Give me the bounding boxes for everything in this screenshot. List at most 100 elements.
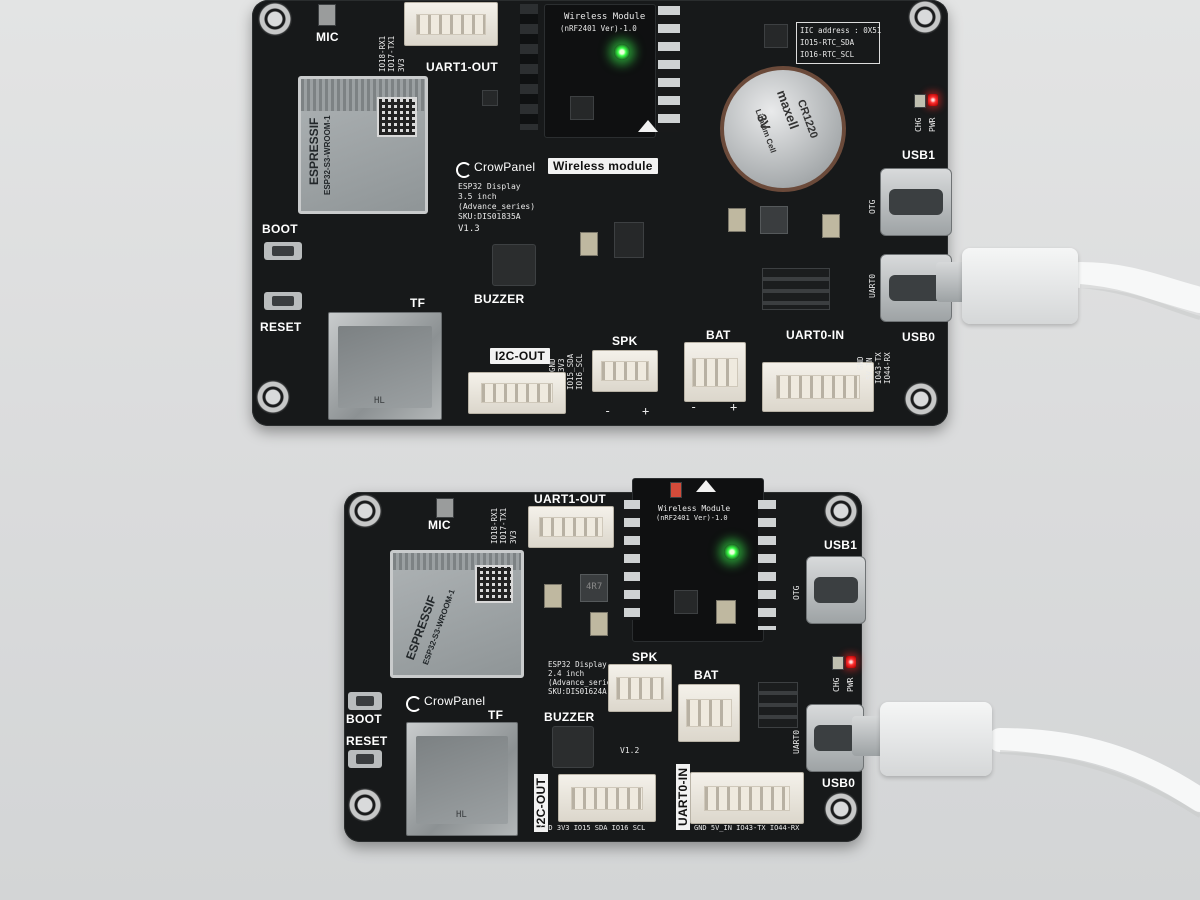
upper-cable-shadow [1079,284,1200,320]
mount-hole [256,380,290,414]
usb0-label: USB0 [822,776,856,790]
reset-button[interactable] [264,292,302,310]
tf-card-slot [328,312,442,420]
otg-label: OTG [792,585,801,600]
esp-qr-code [377,97,417,137]
product-info-line-1: ESP32 Display [458,182,521,191]
uart1-out-connector [528,506,614,548]
module-orientation-triangle [638,120,658,132]
usb1-label: USB1 [902,148,936,162]
chg-led [832,656,844,670]
nrf-chip [570,96,594,120]
mount-hole [904,382,938,416]
esp-model: ESP32-S3-WROOM-1 [323,115,332,195]
bat-minus: - [690,400,698,414]
spk-minus: - [604,404,612,418]
lower-cable-shadow [999,750,1200,818]
i2c-out-connector [468,372,566,414]
smd-component [822,214,840,238]
board-version: V1.3 [458,224,480,234]
spk-plus: + [642,404,650,418]
wireless-module-label: Wireless module [548,158,658,174]
product-info-line-1: ESP32 Display [548,660,607,669]
esp32-module: ESPRESSIF ESP32-S3-WROOM-1 [298,76,428,214]
buzzer-label: BUZZER [474,292,525,306]
uart0-label: UART0 [792,729,801,754]
uart0-pin-text: GND 5V_IN IO43-TX IO44-RX [694,824,800,832]
brand-name: CrowPanel [424,694,486,708]
buzzer-label: BUZZER [544,710,595,724]
buzzer-component [552,726,594,768]
crystal [716,600,736,624]
smd-component [728,208,746,232]
i2c-pin-gnd: GND [548,358,557,372]
product-info-line-4: SKU:DIS01835A [458,212,521,221]
uart0-pin-5v: 5V_IN [865,357,874,380]
brand-name: CrowPanel [474,160,536,174]
chg-label: CHG [832,677,841,692]
board-version: V1.2 [620,746,640,755]
right-pin-header [758,500,776,630]
i2c-pin-text: GND 3V3 IO15 SDA IO16 SCL [540,824,646,832]
reset-label: RESET [260,320,302,334]
i2c-out-connector [558,774,656,822]
otg-label: OTG [868,199,877,214]
reset-button[interactable] [348,750,382,768]
sd-mark: HL [374,396,385,406]
bat-label: BAT [694,668,719,682]
left-pin-header [624,500,640,620]
mic-component [318,4,336,26]
chg-label: CHG [914,117,923,132]
bat-connector [678,684,740,742]
pwr-led [846,656,856,668]
wireless-module-board [544,4,656,138]
mic-component [436,498,454,518]
buzzer-component [492,244,536,286]
uart0-in-connector [762,362,874,412]
upper-cable [1067,262,1200,313]
pwr-label: PWR [928,117,937,132]
mount-hole [258,2,292,36]
uart0-in-label: UART0-IN [676,763,690,830]
iic-info-box [796,22,880,64]
small-ic [482,90,498,106]
uart0-pin-tx: IO43-TX [874,352,883,384]
inductor-mark: 4R7 [586,582,603,592]
esp32-module: ESPRESSIF ESP32-S3-WROOM-1 [390,550,524,678]
tf-label: TF [488,708,504,722]
nrf-chip [674,590,698,614]
module-orientation-triangle [696,480,716,492]
boot-button[interactable] [348,692,382,710]
usb0-label: USB0 [902,330,936,344]
spk-label: SPK [632,650,658,664]
smd-component [590,612,608,636]
i2c-pin-sda: IO15_SDA [566,353,575,390]
sd-mark: HL [456,810,467,820]
bat-connector [684,342,746,402]
esp-brand: ESPRESSIF [307,117,321,185]
boot-button[interactable] [264,242,302,260]
i2c-pin-scl: IO16_SCL [575,353,584,390]
uart1-out-label: UART1-OUT [534,492,607,506]
mic-label: MIC [428,518,451,532]
uart1-out-label: UART1-OUT [426,60,499,74]
wireless-module-board [632,478,764,642]
upper-usb-plug [962,248,1078,324]
iic-address: IIC address : 0X51 [800,26,882,35]
product-info-line-2: 2.4 inch [548,669,585,678]
product-info-line-3: (Advance_series) [548,678,621,687]
mount-hole [824,494,858,528]
lower-cable [988,728,1200,812]
spk-connector [608,664,672,712]
i2c-out-label: I2C-OUT [490,348,551,364]
wireless-module-subtitle: (nRF2401 Ver)-1.0 [656,514,728,522]
spk-label: SPK [612,334,638,348]
uart0-label: UART0 [868,273,877,298]
coin-cell-battery: CR1220 maxell 3V Lithium Cell [720,66,846,192]
mount-hole [908,0,942,34]
mic-label: MIC [316,30,339,44]
